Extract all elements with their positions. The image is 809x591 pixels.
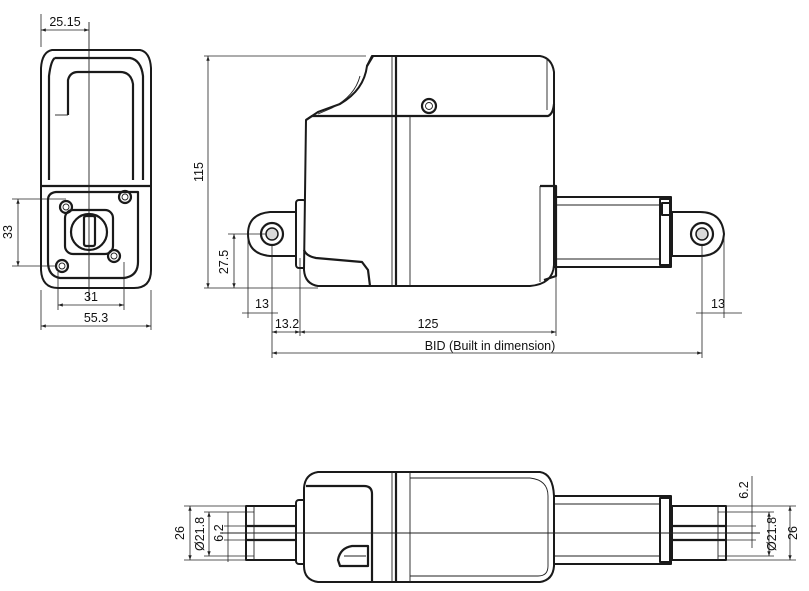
side-view-dimensions: 115 27.5 13 13.2 125 13 BID (Built in di…: [192, 55, 742, 358]
housing-screw: [420, 97, 438, 115]
rod-seal-flange: [540, 184, 558, 282]
dim-label-25-15: 25.15: [49, 15, 80, 29]
housing-screw-inner: [425, 102, 433, 110]
rear-eye-bore-inner: [265, 227, 279, 241]
top-view-housing: [303, 471, 555, 583]
dim-label-6-2-right: 6.2: [737, 481, 751, 498]
housing-upper-shell: [305, 55, 556, 121]
top-view-rod-collar: [659, 497, 671, 563]
top-view: [220, 471, 760, 583]
top-view-dimensions: 26 Ø21.8 6.2 6.2 Ø21.8 26: [173, 476, 800, 562]
dim-label-13-left: 13: [255, 297, 269, 311]
top-view-rod: [552, 495, 672, 565]
side-view: [247, 55, 725, 287]
dim-label-115: 115: [192, 162, 206, 182]
dim-label-31: 31: [84, 290, 98, 304]
end-view-handle-cutout: [66, 70, 135, 180]
dim-label-27-5: 27.5: [217, 250, 231, 274]
front-eye-bore: [689, 221, 715, 247]
mount-hole-top-right: [117, 189, 133, 205]
end-view-connector-plate: [46, 190, 140, 280]
dim-label-55-3: 55.3: [84, 311, 108, 325]
dim-label-13-2: 13.2: [275, 317, 299, 331]
housing-lower-shell: [302, 249, 372, 287]
mount-hole-bottom-left-inner: [58, 262, 66, 270]
mount-hole-top-left-inner: [62, 203, 70, 211]
front-eye-bore-inner: [695, 227, 709, 241]
main-housing: [303, 55, 555, 287]
end-view-dimensions: 25.15 33 31 55.3: [1, 14, 152, 330]
rod-collar: [659, 198, 671, 266]
end-view-inner-frame: [47, 56, 145, 180]
dim-label-6-2-left: 6.2: [212, 524, 226, 541]
dim-label-13-right: 13: [711, 297, 725, 311]
rod-end-seal: [661, 202, 671, 216]
dim-label-33: 33: [1, 225, 15, 239]
piston-rod: [552, 196, 672, 268]
dim-label-26-left: 26: [173, 526, 187, 540]
dim-label-d21-8-left: Ø21.8: [193, 517, 207, 551]
end-view: [40, 22, 152, 300]
connector-key: [82, 214, 97, 248]
end-view-outer-housing: [40, 49, 152, 289]
mount-hole-bottom-right-inner: [110, 252, 118, 260]
dim-label-125: 125: [418, 317, 439, 331]
mount-hole-bottom-right: [106, 248, 122, 264]
dim-label-bid: BID (Built in dimension): [425, 339, 556, 353]
mount-hole-top-right-inner: [121, 193, 129, 201]
dim-label-26-right: 26: [786, 526, 800, 540]
dim-label-d21-8-right: Ø21.8: [765, 517, 779, 551]
top-view-cable-gland: [336, 544, 370, 568]
